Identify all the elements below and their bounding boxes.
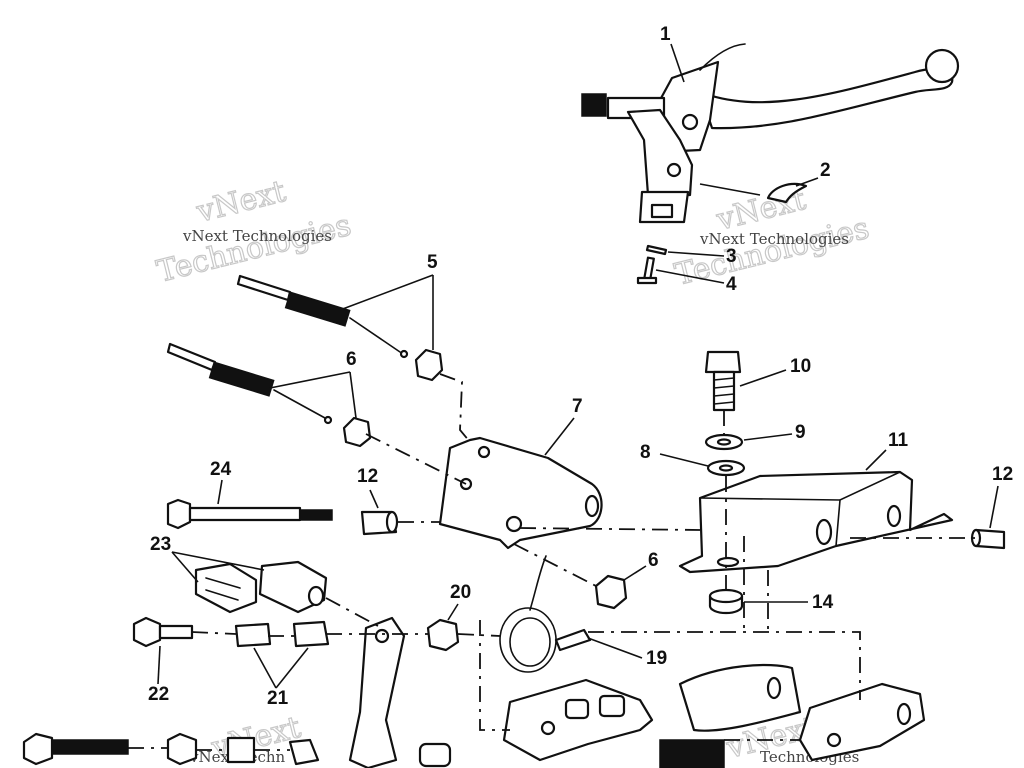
bottom-bolt-row [22, 732, 725, 768]
callout-4: 4 [726, 274, 737, 295]
cable-upper [236, 274, 444, 382]
spacer-part-12-right [970, 528, 1006, 550]
lower-plates [502, 663, 926, 762]
lever-assembly [581, 43, 960, 224]
callout-9: 9 [795, 422, 806, 443]
nut-part-6-lower [594, 574, 628, 610]
callout-6-bottom: 6 [648, 550, 659, 571]
callout-12-right: 12 [992, 464, 1013, 485]
callout-14: 14 [812, 592, 834, 613]
linkage-arm [348, 616, 406, 768]
spacer-part-12-left [360, 510, 399, 536]
block-part-23 [194, 560, 328, 614]
callout-6-top: 6 [346, 349, 357, 370]
callout-21: 21 [267, 688, 289, 709]
long-bolt-part-24 [166, 498, 333, 530]
callout-2: 2 [820, 160, 831, 181]
callout-24: 24 [210, 459, 232, 480]
bolt-part-22 [132, 616, 194, 648]
callout-3: 3 [726, 246, 737, 267]
svg-text:vNext Technologies: vNext Technologies [699, 230, 849, 248]
callout-20: 20 [450, 582, 471, 603]
mount-bracket-part-11 [678, 470, 954, 574]
spacer-part-14 [708, 588, 744, 615]
part-3-pin [645, 244, 668, 256]
bushing-part-21 [234, 620, 330, 648]
svg-text:vNext Technologies: vNext Technologies [182, 227, 332, 245]
callout-5: 5 [427, 252, 438, 273]
callout-22: 22 [148, 684, 169, 705]
assembly-dashed-lines [128, 373, 976, 751]
callout-7: 7 [572, 396, 583, 417]
part-2-bushing [699, 182, 808, 204]
callout-10: 10 [790, 356, 811, 377]
bolt-part-10 [704, 350, 742, 412]
bracket-part-7 [438, 436, 603, 550]
nut-part-20 [426, 618, 460, 652]
callout-23: 23 [150, 534, 171, 555]
part-4-rivet [636, 256, 658, 285]
washer-part-8 [706, 459, 746, 477]
callout-11: 11 [888, 430, 909, 451]
callout-12-left: 12 [357, 466, 378, 487]
callout-8: 8 [640, 442, 651, 463]
callout-1: 1 [660, 24, 671, 45]
svg-text:Technologies: Technologies [153, 208, 354, 290]
watermark-left: vNext Technologies vNext Technologies [153, 173, 355, 290]
cable-lower [166, 342, 372, 448]
callout-19: 19 [646, 648, 667, 669]
spring-part-19 [499, 555, 592, 673]
svg-text:vNext: vNext [192, 174, 289, 230]
washer-part-9 [704, 433, 744, 451]
